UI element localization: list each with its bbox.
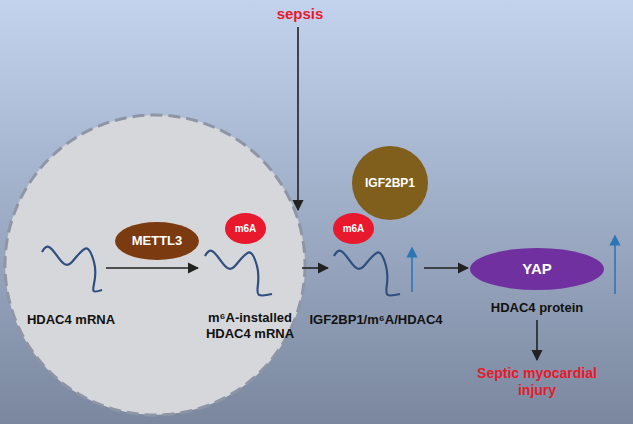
node-text: m6A: [343, 223, 365, 235]
node-text: HDAC4 protein: [475, 300, 599, 316]
mrna-group: HDAC4 mRNA: [38, 236, 104, 300]
enzyme-ellipse: METTL3: [115, 222, 199, 260]
nucleus: [5, 115, 305, 415]
node-text: IGF2BP1/m⁶A/HDAC4: [294, 312, 458, 328]
modification-circle: m6A: [225, 213, 266, 244]
node-text: IGF2BP1: [365, 176, 415, 190]
flow-arrow: [536, 320, 538, 360]
flow-arrow: [424, 267, 468, 269]
protein-ellipse: YAP: [470, 248, 604, 290]
modification-circle: m6A: [333, 213, 374, 244]
increase-arrow: [411, 252, 413, 292]
node-text: m6A: [235, 223, 257, 235]
node-text: HDAC4 mRNA: [16, 312, 126, 328]
node-text: METTL3: [132, 233, 183, 249]
mrna-strand: [334, 251, 400, 296]
outcome-label: Septic myocardial injury: [468, 362, 606, 402]
node-text: m⁶A-installed HDAC4 mRNA: [192, 310, 308, 341]
flow-arrow: [302, 267, 328, 269]
mrna-strand: [42, 247, 102, 292]
complex-group: IGF2BP1/m⁶A/HDAC4: [330, 230, 422, 302]
protein-label: HDAC4 protein: [473, 298, 601, 318]
node-text: sepsis: [270, 5, 330, 23]
mrna-strand: [205, 251, 272, 296]
node-text: YAP: [522, 260, 551, 278]
mrna-group: m⁶A-installed HDAC4 mRNAm6A: [200, 212, 300, 298]
node-text: Septic myocardial injury: [470, 365, 604, 399]
flow-arrow: [297, 27, 299, 210]
stimulus-label: sepsis: [268, 3, 332, 25]
reader-circle: IGF2BP1: [352, 146, 429, 220]
increase-arrow: [614, 240, 616, 294]
flow-arrow: [106, 267, 198, 269]
